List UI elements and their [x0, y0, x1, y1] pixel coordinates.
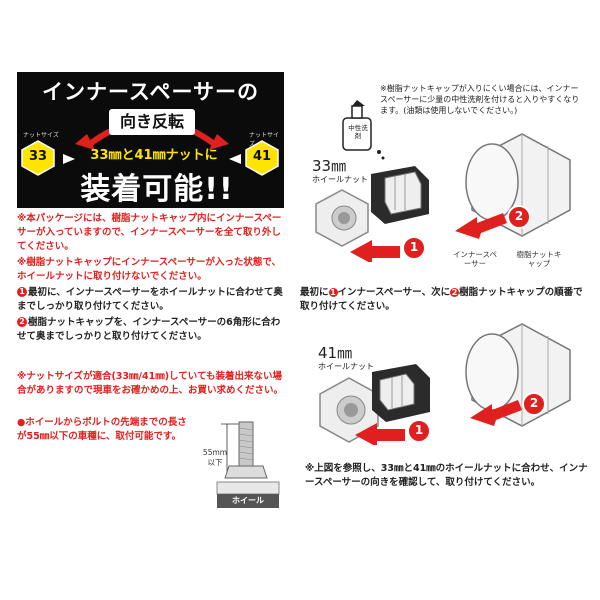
instruction-pre: 最初に: [300, 287, 329, 298]
step-1-label: 最初に、インナースペーサーをホイールナットに合わせて奥までしっかり取り付けてくだ…: [17, 287, 283, 312]
size-41-subtitle: ホイールナット: [318, 362, 374, 371]
arrow-right-icon: [63, 154, 75, 164]
size-33-subtitle: ホイールナット: [312, 175, 368, 184]
instruction-mid: インナースペーサー、次に: [337, 287, 451, 298]
arrow-2-top: [455, 205, 531, 239]
wheel-nut-41-icon: [319, 377, 379, 443]
detergent-bottle-icon: [342, 100, 385, 160]
banner-size-line: 33㎜と41㎜ナットに: [90, 148, 218, 163]
inner-spacer-33-icon: [371, 166, 429, 224]
size-41-title: 41㎜: [318, 344, 353, 362]
inner-spacer-41-icon: [372, 364, 430, 422]
top-right-note: ※樹脂ナットキャップが入りにくい場合には、インナースペーサーに少量の中性洗剤を付…: [380, 84, 580, 115]
instruction-post: 樹脂ナットキャップの順番で取り付けてください。: [300, 287, 583, 312]
bolt-length-label: 55mm: [202, 448, 228, 457]
note-remove-spacer: ※本パッケージには、樹脂ナットキャップ内にインナースペーサーが入っていますので、…: [17, 213, 282, 252]
size-33-value: 33: [28, 149, 48, 164]
resin-nut-cap-33-icon: [465, 133, 571, 237]
banner-subtitle: 向き反転: [109, 109, 195, 135]
arrow-1-bottom-label: 1: [414, 423, 424, 437]
arrow-1-top: [350, 236, 426, 262]
arrow-1-bottom: [355, 419, 431, 445]
resin-cap-label: 樹脂ナットキャップ: [516, 250, 562, 268]
step-1-badge: 1: [17, 287, 27, 297]
instruction-badge-2: 2: [450, 288, 460, 297]
resin-nut-cap-41-icon: [465, 323, 571, 427]
inner-spacer-label: インナースペーサー: [452, 250, 498, 268]
banner-title: インナースペーサーの: [41, 80, 260, 104]
arrow-left-icon: [229, 154, 241, 164]
arrow-2-top-label: 2: [514, 209, 524, 223]
arrow-2-bottom: [470, 392, 546, 426]
bolt-length-below-label: 以下: [207, 458, 223, 467]
step-2-label: 樹脂ナットキャップを、インナースペーサーの6角形に合わせて奥までしっかりと取り付…: [17, 317, 281, 342]
banner-main-text: 装着可能!!: [80, 172, 234, 207]
size-33-hex-icon: 33: [21, 140, 55, 176]
instruction-badge-1: 1: [328, 288, 338, 297]
warning-bolt-length: ●ホイールからボルトの先端までの長さが55㎜以下の車種に、取付可能です。: [17, 417, 187, 442]
detergent-label: 中性洗剤: [348, 124, 368, 140]
arrow-2-bottom-label: 2: [529, 396, 539, 410]
bottom-right-note: ※上図を参照し、33㎜と41㎜のホイールナットに合わせ、インナースペーサーの向き…: [305, 463, 588, 488]
nut-size-label-right: ナットサイズ: [249, 132, 280, 148]
wheel-nut-33-icon: [315, 189, 369, 247]
step-2-badge: 2: [17, 317, 27, 327]
nut-size-label-left: ナットサイズ: [23, 132, 59, 139]
arrow-1-top-label: 1: [409, 240, 419, 254]
note-no-install: ※樹脂ナットキャップにインナースペーサーが入った状態で、ホイールナットに取り付け…: [17, 257, 282, 282]
warning-fitment: ※ナットサイズが適合(33㎜/41㎜)していても装着出来ない場合がありますので現…: [17, 371, 284, 396]
size-41-value: 41: [252, 149, 272, 164]
wheel-label: ホイール: [232, 496, 264, 505]
size-33-title: 33㎜: [312, 157, 347, 175]
size-41-hex-icon: 41: [245, 140, 279, 176]
headline-banner: インナースペーサーの 向き反転 ナットサイズ 33 ナットサイズ 41 33㎜と…: [17, 72, 284, 208]
bolt-length-diagram: [216, 421, 280, 508]
